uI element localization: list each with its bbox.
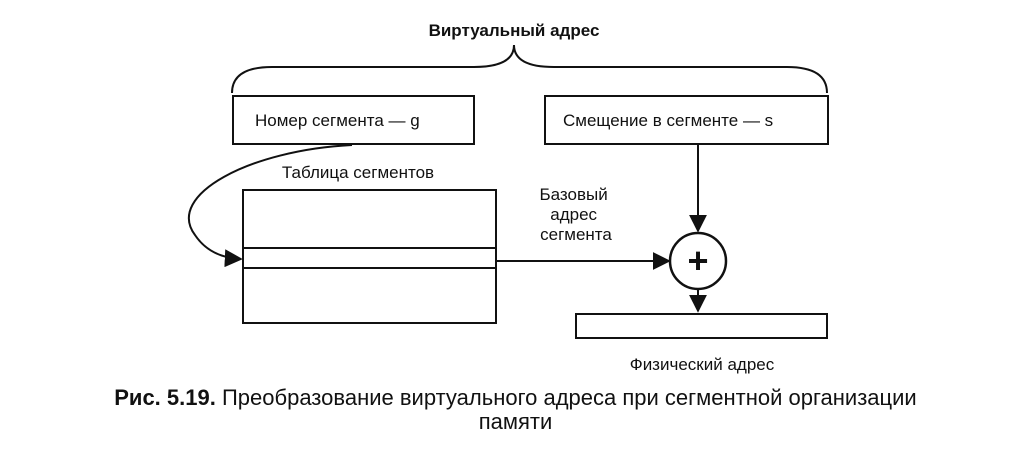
physical-address-box	[575, 313, 828, 339]
virtual-address-label: Виртуальный адрес	[429, 21, 600, 40]
base-address-line-1: Базовый	[540, 185, 608, 204]
figure-caption: Рис. 5.19. Преобразование виртуального а…	[0, 386, 1031, 434]
adder-plus-icon: +	[687, 240, 708, 281]
segment-number-box	[232, 95, 475, 145]
address-translation-diagram: Виртуальный адрес Номер сегмента — g Сме…	[187, 21, 829, 374]
segment-table-label: Таблица сегментов	[282, 163, 434, 182]
segment-offset-box	[544, 95, 829, 145]
caption-line-2: памяти	[478, 409, 553, 434]
segment-number-to-table-arrow	[187, 144, 353, 268]
virtual-address-brace	[231, 44, 828, 94]
segment-number-label: Номер сегмента — g	[255, 111, 420, 130]
base-address-line-3: сегмента	[540, 225, 612, 244]
segment-table	[242, 189, 497, 324]
base-address-label: Базовый адрес сегмента	[540, 185, 613, 244]
caption-text: Преобразование виртуального адреса при с…	[221, 385, 917, 410]
physical-address-label: Физический адрес	[630, 355, 775, 374]
caption-line-1: Рис. 5.19. Преобразование виртуального а…	[0, 386, 1031, 410]
caption-figure-number: Рис. 5.19.	[114, 385, 216, 410]
segment-offset-label: Смещение в сегменте — s	[563, 111, 773, 130]
base-address-line-2: адрес	[550, 205, 597, 224]
